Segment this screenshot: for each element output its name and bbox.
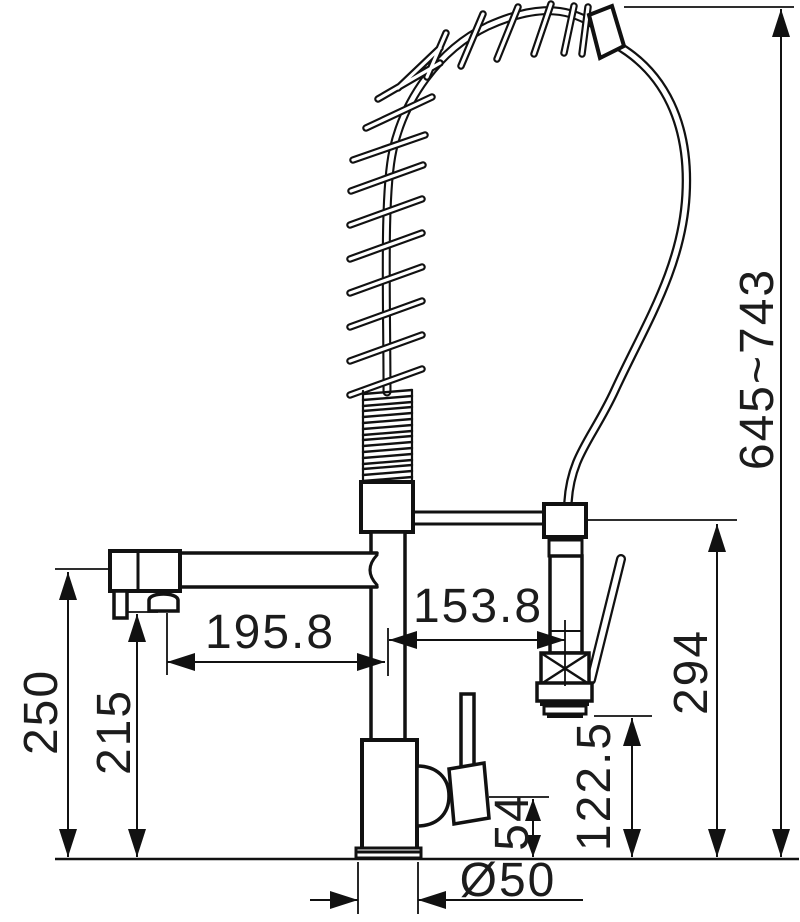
faucet-drawing — [108, 0, 692, 860]
arrow-up-icon — [525, 799, 541, 821]
aerator — [147, 592, 180, 613]
dimension-arrows — [59, 9, 790, 909]
arrow-up-icon — [59, 572, 77, 600]
arrow-down-icon — [128, 829, 146, 857]
arrow-right-icon — [357, 653, 385, 671]
arrow-right-icon — [537, 631, 565, 649]
label-side-spout-height: 250 — [15, 669, 68, 755]
arrow-up-icon — [708, 524, 726, 552]
column-collar — [359, 480, 415, 534]
pull-out-hose — [563, 39, 692, 507]
side-spout-head — [108, 549, 182, 620]
spring-coil-loops — [346, 0, 592, 399]
label-handle-height: 54 — [486, 793, 539, 850]
arrow-up-icon — [772, 9, 790, 37]
label-spray-head-offset: 153.8 — [413, 580, 543, 633]
dimension-labels: 645~743 294 250 215 122.5 54 195.8 153.8… — [15, 268, 784, 907]
arrow-up-icon — [128, 614, 146, 642]
spray-head-lever — [586, 554, 626, 685]
label-nozzle-clearance: 122.5 — [568, 721, 621, 851]
base-body — [360, 738, 419, 851]
mixer-handle-body — [447, 760, 491, 827]
spout-outlet — [112, 589, 129, 620]
dimension-layer: 645~743 294 250 215 122.5 54 195.8 153.8… — [15, 6, 799, 914]
arrow-up-icon — [623, 718, 641, 746]
arrow-down-icon — [708, 829, 726, 857]
label-base-diameter: Ø50 — [460, 854, 557, 907]
label-side-spout-reach: 195.8 — [205, 606, 335, 659]
arrow-down-icon — [772, 829, 790, 857]
hose-bracket — [542, 502, 588, 558]
mixer-handle-stick — [459, 692, 476, 774]
label-overall-height: 645~743 — [731, 268, 784, 470]
side-spout-tube — [175, 551, 379, 589]
arrow-left-icon — [167, 653, 195, 671]
hose-end-cap — [586, 3, 627, 61]
extension-lines — [55, 6, 794, 914]
spring-tight-coil — [361, 388, 414, 483]
arrow-right-icon — [330, 891, 358, 909]
spray-head-body — [548, 554, 584, 655]
arrow-down-icon — [59, 829, 77, 857]
label-spray-outlet-height: 294 — [665, 629, 718, 715]
spray-nozzle — [535, 681, 594, 718]
arrow-left-icon — [418, 891, 446, 909]
mixer-joint — [415, 764, 451, 828]
support-arm — [401, 510, 548, 526]
arrow-down-icon — [623, 829, 641, 857]
base-flange — [354, 846, 423, 860]
arrow-left-icon — [389, 631, 417, 649]
label-aerator-height: 215 — [88, 689, 141, 775]
arrow-down-icon — [525, 835, 541, 857]
